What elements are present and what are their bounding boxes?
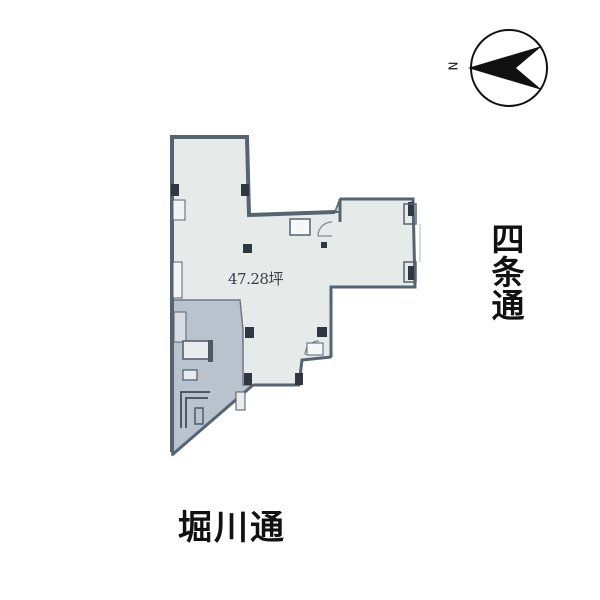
wall-detail bbox=[173, 311, 187, 343]
column bbox=[408, 202, 414, 216]
column bbox=[244, 373, 252, 385]
fixture-stair bbox=[180, 391, 210, 428]
door-swing bbox=[317, 221, 333, 237]
outer-wall-right bbox=[329, 197, 417, 357]
column bbox=[245, 327, 254, 338]
street-label-right: 四条通 bbox=[486, 222, 525, 321]
column bbox=[408, 266, 414, 280]
fixture bbox=[194, 407, 204, 425]
column bbox=[243, 244, 252, 253]
street-label-bottom: 堀川通 bbox=[178, 508, 286, 548]
wall-detail bbox=[172, 261, 183, 299]
column bbox=[208, 340, 213, 362]
fixture bbox=[182, 369, 198, 381]
fixture bbox=[289, 218, 311, 236]
fixture bbox=[306, 342, 324, 356]
fixture bbox=[182, 340, 210, 360]
window-frame bbox=[403, 203, 417, 225]
fixture bbox=[235, 391, 246, 411]
small-column bbox=[321, 242, 327, 248]
column bbox=[295, 373, 303, 385]
north-arrow-icon bbox=[468, 29, 548, 107]
north-label: N bbox=[446, 61, 461, 71]
floor-area-label: 47.28坪 bbox=[228, 270, 283, 288]
column bbox=[317, 327, 327, 337]
wall-detail bbox=[172, 199, 186, 221]
outer-wall bbox=[170, 135, 336, 452]
window-frame bbox=[403, 261, 417, 283]
column bbox=[241, 184, 249, 196]
column bbox=[171, 184, 179, 196]
inner-wall-step bbox=[253, 355, 332, 387]
